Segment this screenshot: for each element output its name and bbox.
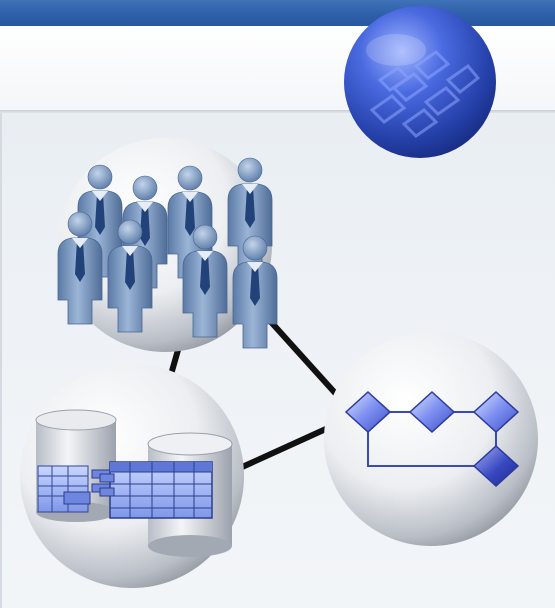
person-figure xyxy=(232,235,278,349)
workflow-node xyxy=(344,390,392,434)
workflow-node xyxy=(472,444,520,488)
person-figure xyxy=(167,165,213,279)
people-figures xyxy=(57,157,278,349)
person-figure xyxy=(227,157,273,271)
database-tables-icon xyxy=(20,364,244,588)
globe-icon xyxy=(344,6,496,158)
people-group-icon xyxy=(57,138,278,352)
person-figure xyxy=(57,211,103,325)
workflow-diagram-icon xyxy=(324,332,538,546)
connector-people-workflow xyxy=(259,309,339,397)
connector-database-workflow xyxy=(237,425,331,471)
person-figure xyxy=(107,219,153,333)
workflow-nodes xyxy=(344,390,520,488)
person-figure xyxy=(182,224,228,338)
large-table xyxy=(99,461,213,519)
workflow-node xyxy=(408,390,456,434)
header-divider xyxy=(0,110,555,113)
content-left-rule xyxy=(0,113,2,608)
workflow-node xyxy=(472,390,520,434)
